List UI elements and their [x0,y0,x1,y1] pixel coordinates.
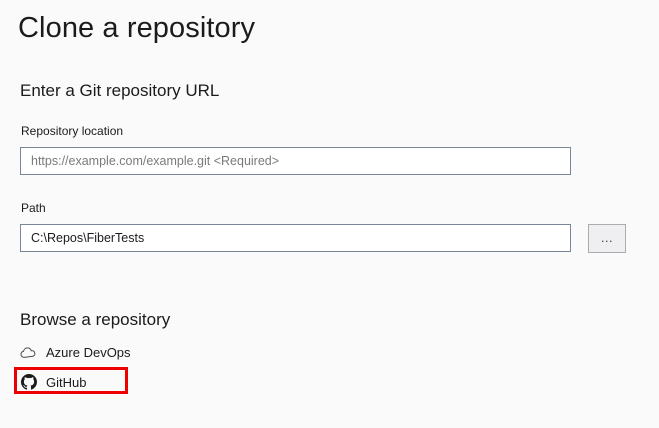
repository-location-input[interactable] [20,147,571,175]
provider-azure-devops[interactable]: Azure DevOps [20,341,131,363]
provider-azure-devops-label: Azure DevOps [46,344,131,360]
page-title: Clone a repository [18,12,256,44]
url-section-heading: Enter a Git repository URL [20,81,220,100]
cloud-icon [20,344,37,361]
browse-folder-button[interactable]: ... [588,224,626,253]
provider-github-label: GitHub [46,374,87,390]
github-icon [20,374,37,391]
provider-github[interactable]: GitHub [20,371,86,393]
path-input[interactable] [20,224,571,252]
path-label: Path [21,201,46,215]
browse-section-heading: Browse a repository [20,310,171,329]
repository-location-label: Repository location [21,124,124,138]
